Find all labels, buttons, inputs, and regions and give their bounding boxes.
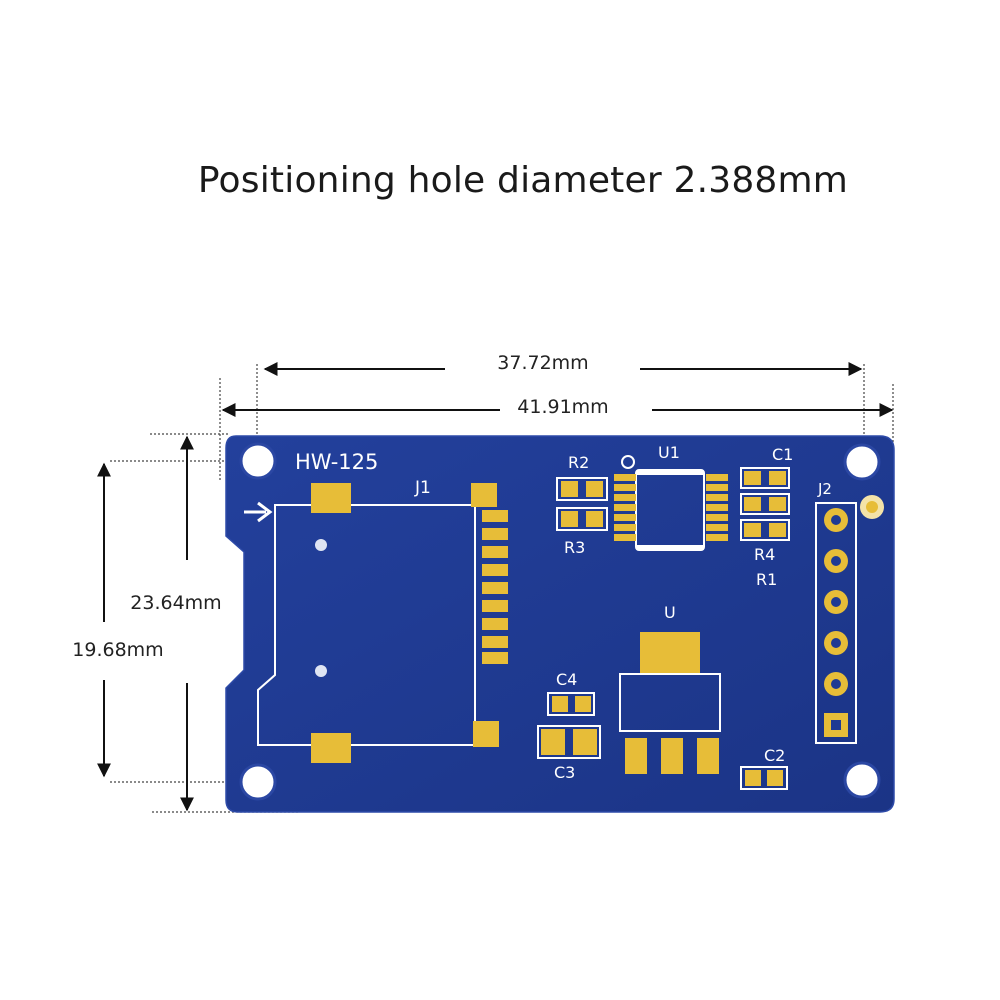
regulator-u: U: [619, 603, 721, 774]
dimension-lines: 37.72mm 41.91mm 23.64mm 19.68mm: [72, 352, 894, 813]
resistor-r2: R2: [556, 453, 608, 501]
arrow-right-icon: [244, 501, 273, 523]
label-r1: R1: [756, 570, 777, 589]
j1-pin-pads: [482, 510, 508, 664]
u1-pin1-marker: [621, 455, 635, 469]
label-r2: R2: [568, 453, 589, 472]
resistor-r1: R1: [740, 519, 790, 589]
label-c3: C3: [554, 763, 575, 782]
pcb-board: HW-125 J1: [225, 435, 895, 813]
u-outline: [619, 673, 721, 732]
mounting-hole-top-left: [239, 442, 277, 480]
label-c1: C1: [772, 445, 793, 464]
capacitor-c4: C4: [547, 670, 595, 716]
j1-pad-bottom-left: [311, 733, 351, 763]
capacitor-c2: C2: [740, 746, 788, 790]
j1-pad-top-right: [471, 483, 497, 507]
board-name: HW-125: [295, 450, 378, 474]
dim-label-board-width: 41.91mm: [517, 396, 608, 418]
capacitor-c3: C3: [537, 725, 601, 782]
label-c4: C4: [556, 670, 577, 689]
label-j2: J2: [817, 480, 832, 498]
capacitor-c1: C1: [740, 445, 793, 489]
j1-pad-bottom-right: [473, 721, 499, 747]
dim-label-hole-spacing-height: 19.68mm: [72, 639, 163, 661]
j1-pad-top-left: [311, 483, 351, 513]
u-tab-pad: [640, 632, 700, 674]
pin-header-j2: J2: [815, 480, 884, 744]
mounting-hole-bottom-right: [843, 761, 881, 799]
u1-pads-right: [706, 474, 728, 541]
sd-card-socket-j1: J1: [257, 478, 508, 763]
label-r3: R3: [564, 538, 585, 557]
mounting-holes: [239, 442, 881, 801]
label-r4: R4: [754, 545, 775, 564]
j1-locating-hole-top: [315, 539, 327, 551]
label-u: U: [664, 603, 676, 622]
mounting-hole-bottom-left: [239, 763, 277, 801]
j1-locating-hole-bottom: [315, 665, 327, 677]
page-title: Positioning hole diameter 2.388mm: [197, 160, 849, 201]
u1-pads-left: [614, 474, 636, 541]
label-u1: U1: [658, 443, 680, 462]
j2-outline: [815, 502, 857, 744]
resistor-r4: R4: [740, 493, 790, 564]
dim-label-board-height: 23.64mm: [130, 592, 221, 614]
label-j1: J1: [414, 478, 431, 498]
dim-label-hole-spacing-width: 37.72mm: [497, 352, 588, 374]
resistor-r3: R3: [556, 507, 608, 557]
label-c2: C2: [764, 746, 785, 765]
mounting-hole-top-right: [843, 443, 881, 481]
ic-u1: U1: [614, 443, 728, 551]
